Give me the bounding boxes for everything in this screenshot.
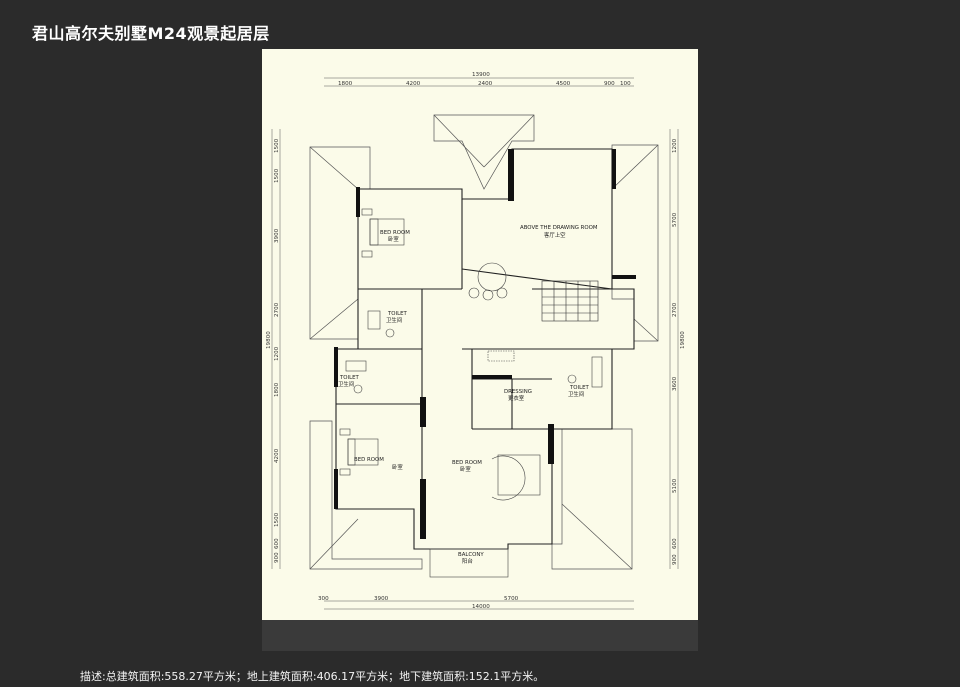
dim-label: 900 <box>672 554 678 565</box>
room-label: 客厅上空 <box>544 231 566 239</box>
dim-label: 19800 <box>680 331 686 349</box>
dim-label: 900 <box>604 81 615 87</box>
dim-label: 1800 <box>274 382 280 397</box>
dim-label: 1200 <box>672 138 678 153</box>
dim-label: 2700 <box>672 302 678 317</box>
room-label: ABOVE THE DRAWING ROOM <box>520 225 598 231</box>
dim-label: 100 <box>620 81 631 87</box>
dim-label: 14000 <box>472 604 490 610</box>
dim-label: 4500 <box>556 81 571 87</box>
dim-label: 1200 <box>274 346 280 361</box>
dim-label: 3900 <box>374 596 389 602</box>
room-label: 卫生间 <box>338 380 354 388</box>
dim-label: 300 <box>318 596 329 602</box>
dim-label: 600 <box>274 538 280 549</box>
wall-accents <box>334 149 636 539</box>
room-label: 卧室 <box>388 235 399 243</box>
dim-label: 4200 <box>274 448 280 463</box>
dim-label: 2700 <box>274 302 280 317</box>
room-label: 卫生间 <box>568 390 584 398</box>
dim-label: 1500 <box>274 512 280 527</box>
walls <box>335 148 635 550</box>
room-label: TOILET <box>569 385 590 391</box>
dim-label: 19800 <box>266 331 272 349</box>
dim-label: 600 <box>672 538 678 549</box>
stair <box>541 280 599 322</box>
furniture <box>339 208 603 578</box>
dimension-lines <box>271 77 679 610</box>
plan-bottom-band <box>262 620 698 651</box>
area-description: 描述:总建筑面积:558.27平方米；地上建筑面积:406.17平方米；地下建筑… <box>80 670 545 683</box>
room-label: 卧室 <box>460 465 471 473</box>
dimension-text: 13900 1800 4200 2400 4500 900 100 19800 … <box>266 72 686 610</box>
dim-label: 1500 <box>274 168 280 183</box>
room-label: 阳台 <box>462 557 473 565</box>
room-labels: BED ROOM 卧室 ABOVE THE DRAWING ROOM 客厅上空 … <box>338 225 598 565</box>
dim-label: 1800 <box>338 81 353 87</box>
roof-lines <box>309 114 659 570</box>
room-label: TOILET <box>339 375 360 381</box>
room-label: BED ROOM <box>380 230 410 236</box>
floor-plan: BED ROOM 卧室 ABOVE THE DRAWING ROOM 客厅上空 … <box>262 49 698 651</box>
room-label: BALCONY <box>458 552 484 558</box>
dim-label: 3600 <box>672 376 678 391</box>
floor-plan-drawing: BED ROOM 卧室 ABOVE THE DRAWING ROOM 客厅上空 … <box>266 72 686 610</box>
dim-label: 1500 <box>274 138 280 153</box>
dim-label: 5700 <box>672 212 678 227</box>
room-label: TOILET <box>387 311 408 317</box>
dim-label: 13900 <box>472 72 490 78</box>
room-label: 卫生间 <box>386 316 402 324</box>
dim-label: 3900 <box>274 228 280 243</box>
room-label: BED ROOM <box>452 460 482 466</box>
dim-label: 2400 <box>478 81 493 87</box>
dim-label: 4200 <box>406 81 421 87</box>
dim-label: 5100 <box>672 478 678 493</box>
room-label: BED ROOM <box>354 457 384 463</box>
dim-label: 5700 <box>504 596 519 602</box>
room-label: DRESSING <box>504 389 532 395</box>
page-title: 君山高尔夫别墅M24观景起居层 <box>32 24 270 43</box>
room-label: 卧室 <box>392 463 403 471</box>
room-label: 更衣室 <box>508 394 525 402</box>
dim-label: 900 <box>274 552 280 563</box>
